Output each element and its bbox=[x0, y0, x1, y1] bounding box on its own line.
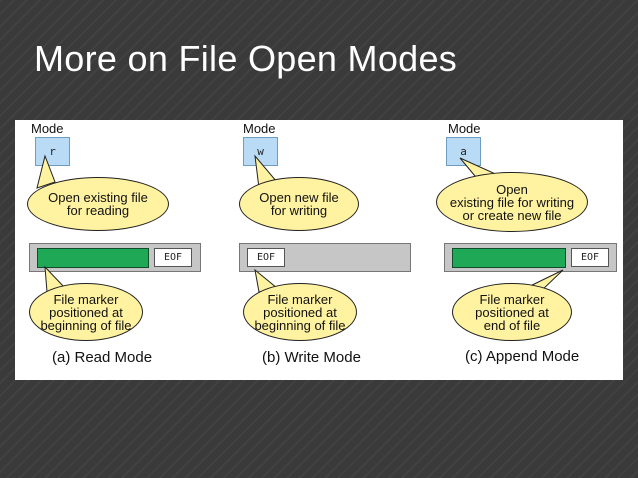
mode-code-box: r bbox=[35, 137, 70, 166]
description-bubble: Open existing file for reading bbox=[27, 177, 169, 231]
marker-note-line: end of file bbox=[483, 317, 541, 333]
description-line: existing file for writing bbox=[449, 194, 575, 210]
description-bubble: Open new file for writing bbox=[239, 177, 359, 231]
description-line: Open existing file bbox=[48, 190, 148, 205]
marker-callout-tail bbox=[520, 269, 564, 293]
file-modes-figure: Mode r Open existing file for reading EO… bbox=[15, 120, 623, 380]
description-line: for reading bbox=[66, 203, 130, 218]
marker-note-line: beginning of file bbox=[254, 317, 346, 333]
description-bubble: Open existing file for writing or create… bbox=[436, 172, 588, 232]
description-line: Open new file bbox=[259, 190, 339, 205]
marker-note-line: positioned at bbox=[263, 304, 337, 320]
file-bar: EOF bbox=[239, 243, 411, 272]
marker-note-bubble: File marker positioned at beginning of f… bbox=[29, 283, 143, 341]
panel-read-mode: Mode r Open existing file for reading EO… bbox=[15, 120, 215, 380]
mode-heading: Mode bbox=[243, 121, 276, 136]
marker-note-bubble: File marker positioned at end of file bbox=[452, 283, 572, 341]
panel-caption: (c) Append Mode bbox=[465, 348, 580, 365]
marker-note-line: beginning of file bbox=[40, 317, 132, 333]
eof-marker: EOF bbox=[571, 248, 609, 267]
marker-note-line: File marker bbox=[53, 291, 119, 307]
file-bar: EOF bbox=[444, 243, 617, 272]
description-line: Open bbox=[496, 181, 528, 197]
file-bar: EOF bbox=[29, 243, 201, 272]
description-line: for writing bbox=[270, 203, 328, 218]
marker-note-line: File marker bbox=[267, 291, 333, 307]
file-content-fill bbox=[37, 248, 149, 268]
marker-note-bubble: File marker positioned at beginning of f… bbox=[243, 283, 357, 341]
file-content-fill bbox=[452, 248, 566, 268]
panel-append-mode: Mode a Open existing file for writing or… bbox=[430, 120, 623, 380]
mode-heading: Mode bbox=[31, 121, 64, 136]
marker-note-line: positioned at bbox=[475, 304, 549, 320]
eof-marker: EOF bbox=[247, 248, 285, 267]
slide-title: More on File Open Modes bbox=[34, 38, 458, 79]
mode-code-box: w bbox=[243, 137, 278, 166]
marker-callout-tail bbox=[44, 265, 66, 293]
eof-marker: EOF bbox=[154, 248, 192, 267]
marker-note-line: File marker bbox=[479, 291, 545, 307]
panel-write-mode: Mode w Open new file for writing EOF Fil… bbox=[225, 120, 425, 380]
mode-heading: Mode bbox=[448, 121, 481, 136]
marker-note-line: positioned at bbox=[49, 304, 123, 320]
marker-callout-tail bbox=[254, 268, 279, 293]
panel-caption: (a) Read Mode bbox=[52, 349, 153, 366]
panel-caption: (b) Write Mode bbox=[262, 349, 361, 366]
description-line: or create new file bbox=[462, 207, 562, 223]
